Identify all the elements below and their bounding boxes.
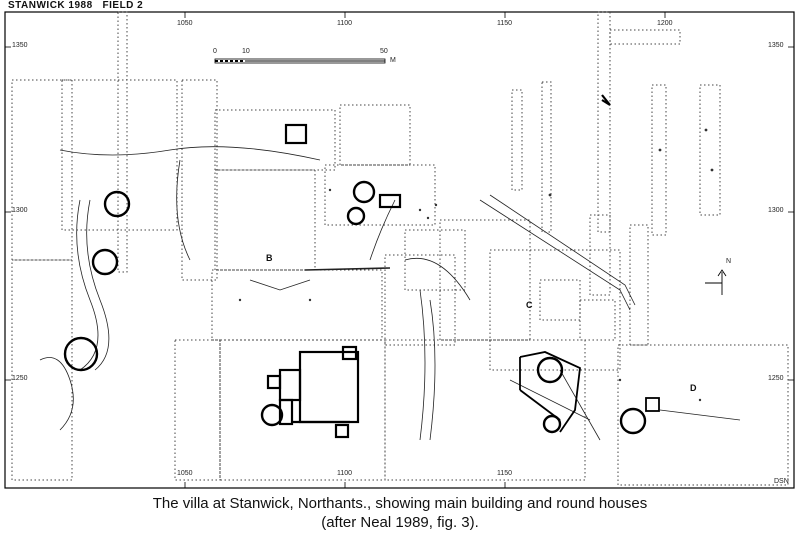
grid-label-bottom: 1100 bbox=[337, 470, 353, 477]
grid-label-bottom: 1050 bbox=[177, 470, 193, 477]
scale-unit: M bbox=[390, 57, 396, 64]
grid-label-top: 1150 bbox=[497, 20, 513, 27]
grid-label-bottom: 1150 bbox=[497, 470, 513, 477]
map-title: STANWICK 1988 bbox=[8, 0, 93, 11]
scale-tick-label: 50 bbox=[380, 48, 388, 55]
scale-bar bbox=[214, 58, 386, 64]
grid-ticks bbox=[5, 12, 794, 488]
figure-caption: The villa at Stanwick, Northants., showi… bbox=[0, 494, 800, 532]
grid-label-top: 1200 bbox=[657, 20, 673, 27]
grid-label-right: 1250 bbox=[768, 375, 784, 382]
north-arrow bbox=[705, 269, 727, 295]
round-houses bbox=[63, 180, 647, 435]
grid-label-right: 1300 bbox=[768, 207, 784, 214]
scale-tick-label: 10 bbox=[242, 48, 250, 55]
area-label-c: C bbox=[526, 300, 533, 310]
area-label-d: D bbox=[690, 383, 697, 393]
area-label-b: B bbox=[266, 253, 273, 263]
grid-label-top: 1100 bbox=[337, 20, 353, 27]
caption-line-2: (after Neal 1989, fig. 3). bbox=[321, 514, 479, 531]
scale-tick-label: 0 bbox=[213, 48, 217, 55]
north-label: N bbox=[726, 258, 732, 265]
grid-label-top: 1050 bbox=[177, 20, 193, 27]
grid-label-right: 1350 bbox=[768, 42, 784, 49]
caption-line-1: The villa at Stanwick, Northants., showi… bbox=[152, 495, 648, 512]
site-plan: STANWICK 1988 FIELD 2 1050 1100 1150 120… bbox=[4, 0, 795, 489]
map-header: STANWICK 1988 FIELD 2 bbox=[8, 0, 143, 11]
wall-features bbox=[39, 146, 741, 441]
main-building bbox=[266, 94, 611, 439]
draftsman-credit: DSN bbox=[774, 478, 789, 485]
map-frame bbox=[4, 11, 795, 489]
trench-outlines bbox=[11, 11, 789, 486]
grid-label-left: 1350 bbox=[12, 42, 28, 49]
map-field: FIELD 2 bbox=[102, 0, 144, 11]
feature-dots bbox=[238, 128, 714, 402]
grid-label-left: 1250 bbox=[12, 375, 28, 382]
grid-label-left: 1300 bbox=[12, 207, 28, 214]
